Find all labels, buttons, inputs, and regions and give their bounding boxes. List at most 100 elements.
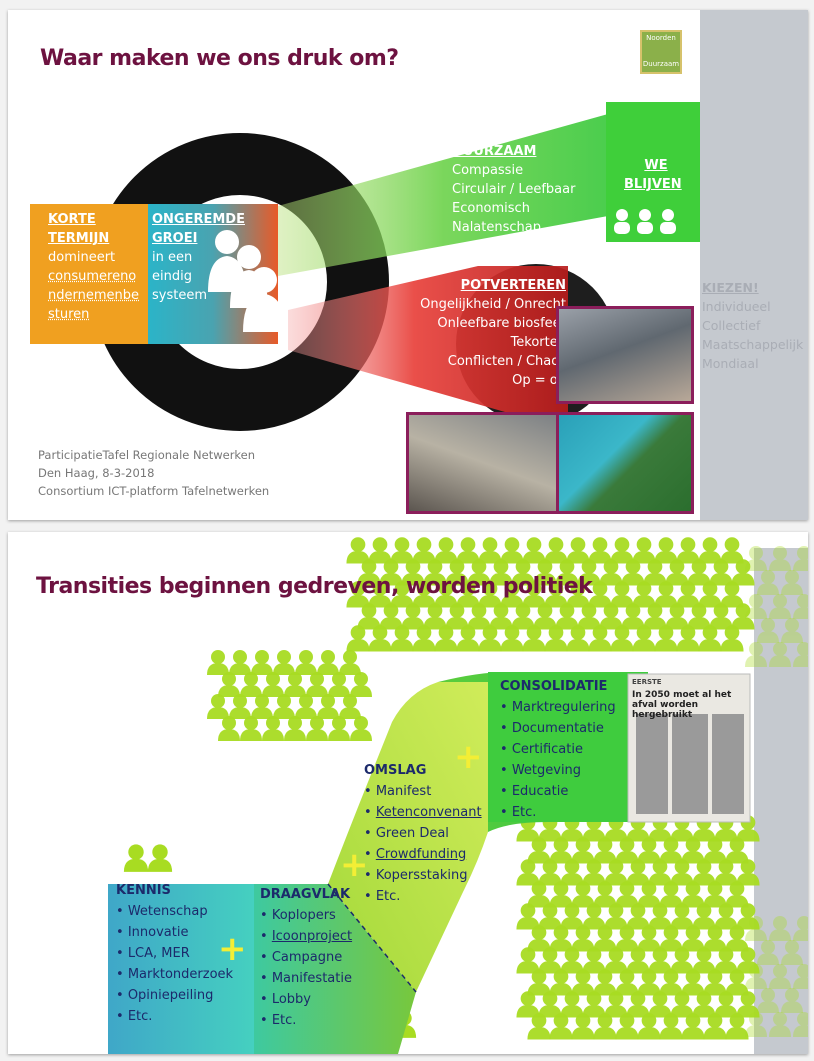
draagvlak-list: DRAAGVLAK • Koplopers • Icoonproject • C…	[260, 884, 352, 1031]
consolidatie-item: • Certificatie	[500, 742, 583, 757]
korte-heading-2: TERMIJN	[48, 231, 110, 246]
people-figures	[208, 230, 285, 332]
slide-1-graphic	[30, 102, 706, 431]
kennis-item: • Wetenschap	[116, 904, 208, 919]
crowd-figure	[434, 537, 458, 564]
korte-box	[30, 204, 148, 344]
plus-icon: +	[218, 929, 247, 969]
crowd-figure	[544, 537, 568, 564]
crowd-figure	[328, 672, 350, 697]
crowd-figure	[240, 672, 262, 697]
draagvlak-item: • Etc.	[260, 1013, 297, 1028]
omslag-item: • Crowdfunding	[364, 847, 467, 862]
crowd-figure	[306, 716, 328, 741]
omslag-heading: OMSLAG	[364, 763, 427, 778]
draagvlak-item: • Koplopers	[260, 908, 336, 923]
crowd-figure	[229, 694, 251, 719]
kennis-item: • LCA, MER	[116, 946, 190, 961]
slide-1-title: Waar maken we ons druk om?	[40, 46, 399, 71]
ongeremde-groei-block: ONGEREMDE GROEI in een eindig systeem	[152, 210, 245, 305]
potverteren-line: Conflicten / Chaos	[447, 354, 566, 369]
crowd-figure	[262, 716, 284, 741]
crowd-figure	[251, 650, 273, 675]
logo-line-1: Noorden	[646, 34, 676, 42]
kennis-item: • Marktonderzoek	[116, 967, 234, 982]
newspaper-headline: In 2050 moet al het afval worden hergebr…	[632, 690, 732, 720]
duurzaam-line: Compassie	[452, 163, 524, 178]
newspaper-columns	[636, 714, 744, 814]
kennis-step	[108, 884, 254, 1054]
child-landfill-photo	[556, 306, 694, 404]
crowd-figure	[295, 650, 317, 675]
consolidatie-heading: CONSOLIDATIE	[500, 679, 608, 694]
refugee-crowd-photo	[406, 412, 562, 514]
crowd-figure	[632, 537, 656, 564]
crowd-figure	[676, 537, 700, 564]
kennis-item: • Innovatie	[116, 925, 189, 940]
consolidatie-list: CONSOLIDATIE • Marktregulering • Documen…	[500, 676, 616, 823]
ongeremde-heading-2: GROEI	[152, 231, 198, 246]
crowd-figure	[478, 537, 502, 564]
crowd-figure	[306, 672, 328, 697]
consolidatie-item: • Documentatie	[500, 721, 604, 736]
crowd-figure	[328, 716, 350, 741]
we-blijven-line-2: BLIJVEN	[624, 177, 682, 192]
newspaper-masthead: EERSTE	[632, 678, 662, 686]
omslag-item: • Ketenconvenant	[364, 805, 482, 820]
crowd-figure	[273, 694, 295, 719]
draagvlak-item: • Manifestatie	[260, 971, 352, 986]
consolidatie-item: • Educatie	[500, 784, 569, 799]
draagvlak-item: • Icoonproject	[260, 929, 353, 944]
crowd-figure	[317, 694, 339, 719]
omslag-list: OMSLAG • Manifest • Ketenconvenant • Gre…	[364, 760, 482, 907]
potverteren-line: Op = op	[512, 373, 566, 388]
crowd-figure	[350, 716, 372, 741]
duurzaam-block: DUURZAAM Compassie Circulair / Leefbaar …	[452, 142, 575, 237]
footer-line: Consortium ICT-platform Tafelnetwerken	[38, 484, 270, 498]
ongeremde-line: systeem	[152, 288, 207, 303]
ongeremde-line: in een	[152, 250, 193, 265]
crowd-figure	[147, 844, 173, 872]
slide-1-footer: ParticipatieTafel Regionale Netwerken De…	[38, 446, 269, 500]
ongeremde-line: eindig	[152, 269, 192, 284]
crowd-figure	[207, 650, 229, 675]
crowd-figure	[456, 537, 480, 564]
kiezen-heading: KIEZEN!	[702, 280, 759, 295]
we-blijven-block: WE BLIJVEN	[624, 156, 682, 194]
red-fan	[288, 266, 568, 430]
omslag-item: • Green Deal	[364, 826, 449, 841]
ongeremde-heading-1: ONGEREMDE	[152, 212, 245, 227]
crowd-figure	[284, 716, 306, 741]
slide-1: Waar maken we ons druk om? Noorden Duurz…	[8, 10, 808, 520]
sidebar	[700, 10, 808, 520]
korte-line: ndernemenbe	[48, 288, 139, 303]
we-blijven-line-1: WE	[644, 158, 668, 173]
crowd-figure	[317, 650, 339, 675]
omslag-item: • Etc.	[364, 889, 401, 904]
plus-icon: +	[454, 737, 483, 777]
crowd-figure	[566, 537, 590, 564]
kiezen-line: Maatschappelijk	[702, 337, 804, 352]
crowd-figure	[218, 672, 240, 697]
kennis-list: KENNIS • Wetenschap • Innovatie • LCA, M…	[116, 880, 233, 1027]
korte-termijn-block: KORTE TERMIJN domineert consumereno nder…	[48, 210, 139, 324]
potverteren-line: Ongelijkheid / Onrecht	[420, 297, 566, 312]
crowd-figure	[522, 537, 546, 564]
kiezen-line: Collectief	[702, 318, 761, 333]
crowd-figure	[284, 672, 306, 697]
crowd-figure	[698, 537, 722, 564]
crowd-figure	[720, 537, 744, 564]
crowd-figure	[207, 694, 229, 719]
kennis-heading: KENNIS	[116, 883, 171, 898]
potverteren-block: POTVERTEREN Ongelijkheid / Onrecht Onlee…	[408, 276, 566, 390]
crowd-figure	[218, 716, 240, 741]
potverteren-line: Onleefbare biosfeer	[437, 316, 566, 331]
draagvlak-heading: DRAAGVLAK	[260, 887, 351, 902]
duurzaam-line: Nalatenschap	[452, 220, 541, 235]
korte-line: domineert	[48, 250, 116, 265]
duurzaam-line: Economisch	[452, 201, 530, 216]
kiezen-line: Individueel	[702, 299, 771, 314]
omslag-item: • Kopersstaking	[364, 868, 468, 883]
korte-heading-1: KORTE	[48, 212, 96, 227]
draagvlak-step	[254, 884, 416, 1054]
